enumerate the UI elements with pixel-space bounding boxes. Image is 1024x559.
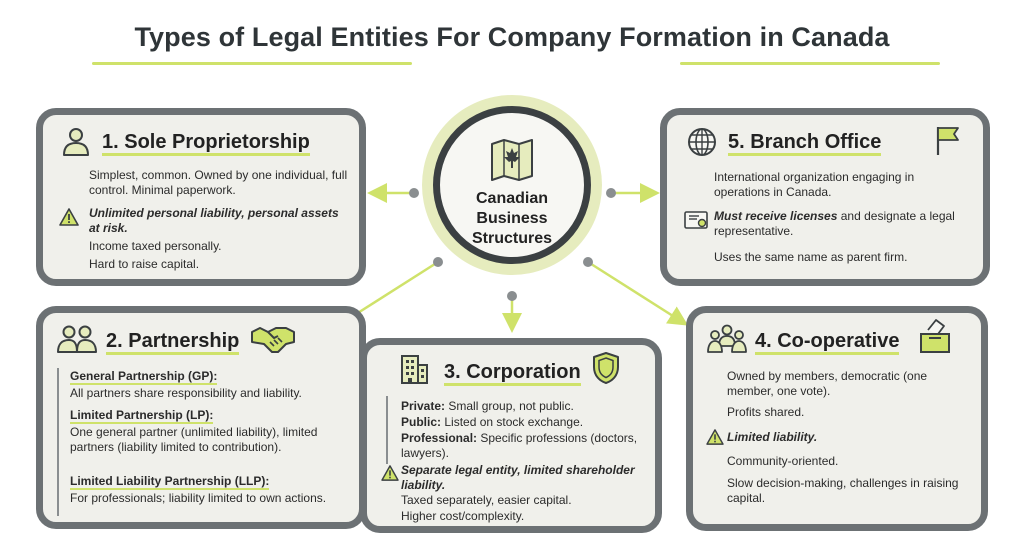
group-icon bbox=[57, 325, 97, 353]
coop-community: Community-oriented. bbox=[727, 454, 839, 468]
corp-item: Private: Small group, not public. bbox=[401, 399, 574, 414]
connector-coop bbox=[587, 260, 689, 326]
flag-icon bbox=[936, 127, 959, 155]
llp-title: Limited Liability Partnership (LLP): bbox=[70, 474, 270, 490]
sole-title-text: 1. Sole Proprietorship bbox=[102, 132, 310, 156]
corp-item-text: Small group, not public. bbox=[448, 399, 574, 413]
title-underline-right bbox=[680, 62, 940, 65]
branch-title-text: 5. Branch Office bbox=[728, 132, 882, 156]
sole-warning: Unlimited personal liability, personal a… bbox=[89, 206, 339, 235]
partnership-title-text: 2. Partnership bbox=[106, 331, 240, 355]
handshake-icon bbox=[251, 327, 295, 353]
branch-name: Uses the same name as parent firm. bbox=[714, 250, 908, 264]
sole-description: Simplest, common. Owned by one individua… bbox=[89, 168, 348, 197]
certificate-icon bbox=[684, 211, 708, 229]
node-dot bbox=[433, 257, 443, 267]
branch-license-bold: Must receive licenses bbox=[714, 209, 838, 223]
gp-title: General Partnership (GP): bbox=[70, 369, 218, 385]
corporation-title-text: 3. Corporation bbox=[444, 362, 581, 386]
corp-item-label: Private: bbox=[401, 399, 446, 413]
center-label: Canadian Business Structures bbox=[433, 189, 591, 249]
title-underline-left bbox=[92, 62, 412, 65]
partnership-divider bbox=[57, 368, 59, 516]
gp-title-text: General Partnership (GP): bbox=[70, 369, 218, 385]
center-circle bbox=[433, 106, 591, 264]
branch-description: International organization engaging in o… bbox=[714, 170, 915, 199]
gp-description: All partners share responsibility and li… bbox=[70, 386, 302, 400]
lp-title-text: Limited Partnership (LP): bbox=[70, 408, 214, 424]
node-dot bbox=[583, 257, 593, 267]
corp-note: Taxed separately, easier capital. bbox=[401, 493, 572, 507]
llp-description: For professionals; liability limited to … bbox=[70, 491, 327, 505]
card-title-branch: 5. Branch Office bbox=[728, 131, 882, 156]
card-sole-proprietorship bbox=[36, 108, 366, 286]
warning-icon bbox=[381, 465, 399, 481]
corp-warning: Separate legal entity, limited sharehold… bbox=[401, 463, 635, 492]
corp-item-text: Listed on stock exchange. bbox=[444, 415, 584, 429]
sole-note: Hard to raise capital. bbox=[89, 257, 200, 271]
lp-title: Limited Partnership (LP): bbox=[70, 408, 214, 424]
coop-profits: Profits shared. bbox=[727, 405, 805, 419]
ballot-box-icon bbox=[920, 319, 950, 353]
coop-description: Owned by members, democratic (one member… bbox=[727, 369, 928, 398]
globe-icon bbox=[688, 128, 716, 156]
shield-icon bbox=[593, 352, 619, 384]
node-dot bbox=[606, 188, 616, 198]
corp-item-label: Professional: bbox=[401, 431, 478, 445]
card-title-partnership: 2. Partnership bbox=[106, 330, 240, 355]
card-title-coop: 4. Co-operative bbox=[755, 330, 900, 355]
center-line-3: Structures bbox=[471, 230, 553, 247]
warning-icon bbox=[706, 429, 724, 445]
center-line-1: Canadian bbox=[475, 190, 548, 207]
llp-title-text: Limited Liability Partnership (LLP): bbox=[70, 474, 270, 490]
branch-license: Must receive licenses and designate a le… bbox=[714, 209, 966, 239]
card-title-sole: 1. Sole Proprietorship bbox=[102, 131, 310, 156]
coop-title-text: 4. Co-operative bbox=[755, 331, 900, 355]
building-icon bbox=[401, 355, 428, 384]
canada-map-icon bbox=[491, 139, 533, 181]
card-title-corporation: 3. Corporation bbox=[444, 361, 581, 386]
corp-item: Public: Listed on stock exchange. bbox=[401, 415, 583, 430]
coop-warning: Limited liability. bbox=[727, 430, 818, 444]
branch-license-rest: and designate a legal representative. bbox=[714, 209, 955, 238]
center-line-2: Business bbox=[476, 210, 548, 227]
page-title: Types of Legal Entities For Company Form… bbox=[134, 22, 890, 52]
warning-icon bbox=[59, 208, 79, 226]
lp-description: One general partner (unlimited liability… bbox=[70, 425, 318, 454]
sole-note: Income taxed personally. bbox=[89, 239, 222, 253]
people-icon bbox=[707, 324, 747, 353]
corp-note: Higher cost/complexity. bbox=[401, 509, 525, 523]
corp-item-text: Specific professions (doctors, lawyers). bbox=[401, 431, 638, 460]
person-icon bbox=[63, 128, 89, 156]
node-dot bbox=[409, 188, 419, 198]
coop-slow: Slow decision-making, challenges in rais… bbox=[727, 476, 959, 505]
corp-item: Professional: Specific professions (doct… bbox=[401, 431, 651, 461]
corp-item-label: Public: bbox=[401, 415, 442, 429]
node-dot bbox=[507, 291, 517, 301]
corporation-divider bbox=[386, 396, 388, 464]
